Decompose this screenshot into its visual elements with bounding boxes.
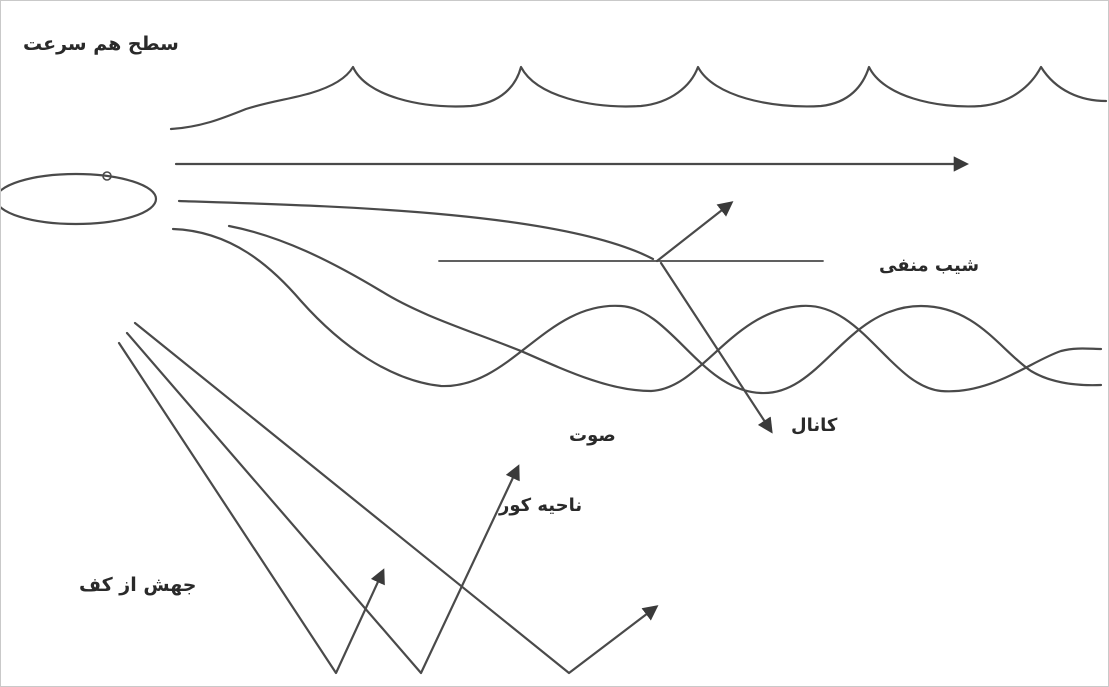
channel-ray-1 bbox=[171, 227, 1103, 395]
source-marker bbox=[102, 171, 112, 181]
label-sound: صوت bbox=[569, 425, 616, 446]
bottom-bounce-ray-1 bbox=[117, 341, 385, 675]
bottom-bounce-ray-2 bbox=[125, 331, 520, 675]
reflected-ray bbox=[655, 201, 734, 263]
sound-source bbox=[1, 172, 158, 226]
label-isovelocity-surface: سطح هم سرعت bbox=[23, 33, 179, 55]
channel-ray-2 bbox=[227, 224, 1103, 393]
label-negative-gradient: شیب منفی bbox=[879, 255, 980, 276]
transmitted-ray bbox=[659, 261, 773, 434]
refracted-ray bbox=[177, 199, 655, 261]
label-bottom-bounce: جهش از کف bbox=[79, 574, 197, 596]
label-shadow-zone: ناحیه کور bbox=[499, 495, 583, 516]
surface-wave-line bbox=[169, 65, 1108, 131]
label-channel: کانال bbox=[791, 415, 838, 436]
bottom-bounce-ray-3 bbox=[133, 321, 659, 675]
